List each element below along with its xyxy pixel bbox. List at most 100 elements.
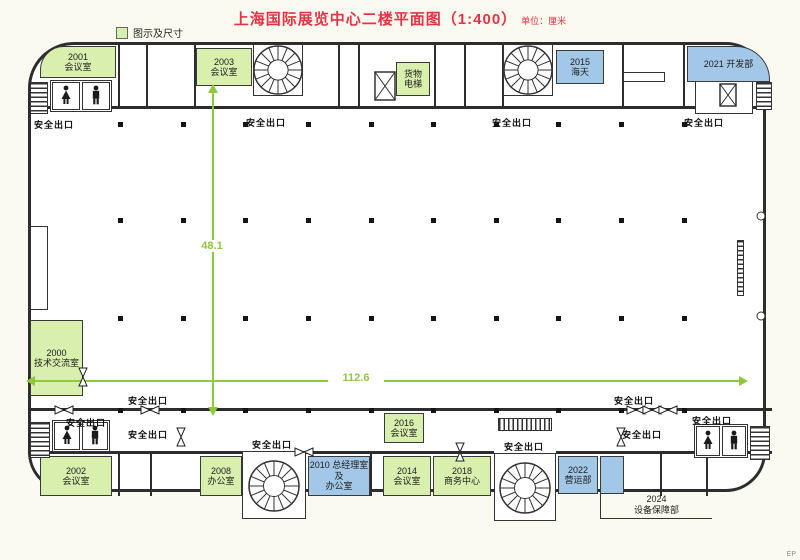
stairs — [498, 418, 552, 431]
room-2022: 2022 营运部 — [558, 456, 598, 494]
callout-equipment-dept: 2024 设备保障部 — [600, 494, 712, 519]
wall — [660, 453, 662, 496]
room-2008: 2008 办公室 — [200, 456, 242, 496]
column-dot — [619, 122, 624, 127]
wall — [194, 44, 196, 106]
column-dot — [118, 122, 123, 127]
room-2001: 2001 会议室 — [40, 46, 116, 78]
toilet-cell — [82, 82, 110, 110]
wall — [28, 408, 772, 411]
exit-label: 安全出口 — [492, 118, 533, 128]
column-dot — [556, 122, 561, 127]
toilet-cell — [52, 82, 80, 110]
exit-label: 安全出口 — [622, 430, 663, 440]
column-dot — [306, 218, 311, 223]
column-dot — [181, 408, 186, 413]
table — [623, 72, 665, 82]
column-dot — [619, 408, 624, 413]
room-2014: 2014 会议室 — [383, 456, 431, 496]
wall — [150, 453, 152, 496]
exit-label: 安全出口 — [614, 396, 655, 406]
wall — [306, 451, 494, 454]
stair-annex-bottom-center — [494, 453, 556, 521]
room-2010: 2010 总经理室及 办公室 — [308, 456, 370, 496]
column-dot — [118, 408, 123, 413]
column-dot — [243, 316, 248, 321]
column-dot — [494, 218, 499, 223]
column-dot — [431, 218, 436, 223]
wall — [118, 44, 120, 106]
room-2016: 2016 会议室 — [384, 413, 424, 443]
column-dot — [619, 218, 624, 223]
wall — [706, 453, 708, 496]
column-dot — [682, 316, 687, 321]
wall — [464, 44, 466, 106]
exit-label: 安全出口 — [128, 430, 169, 440]
plan-unit: 单位：厘米 — [521, 16, 567, 26]
column-dot — [494, 316, 499, 321]
dim-label-vertical: 48.1 — [188, 240, 236, 252]
column-dot — [181, 316, 186, 321]
column-dot — [243, 218, 248, 223]
column-dot — [494, 408, 499, 413]
room-2015: 2015 海天 — [556, 50, 604, 84]
room-2002: 2002 会议室 — [40, 456, 112, 496]
exit-label: 安全出口 — [66, 418, 107, 428]
dim-label-horizontal: 112.6 — [328, 372, 384, 384]
plan-title: 上海国际展览中心二楼平面图（1:400） — [233, 11, 518, 28]
wall — [146, 44, 148, 106]
room-2003: 2003 会议室 — [196, 48, 252, 86]
legend-label: 图示及尺寸 — [133, 29, 183, 40]
column-dot — [556, 218, 561, 223]
column-dot — [682, 218, 687, 223]
wall — [28, 451, 242, 454]
page-title: 上海国际展览中心二楼平面图（1:400）单位：厘米 — [0, 8, 800, 29]
elevator-room — [695, 78, 753, 114]
exit-label: 安全出口 — [246, 118, 287, 128]
column-dot — [682, 408, 687, 413]
legend-swatch-icon — [116, 26, 128, 39]
column-dot — [118, 218, 123, 223]
column-dot — [369, 408, 374, 413]
column-dot — [369, 316, 374, 321]
column-dot — [431, 408, 436, 413]
column-dot — [243, 408, 248, 413]
stairs — [750, 426, 770, 460]
column-dot — [181, 122, 186, 127]
column-dot — [431, 316, 436, 321]
column-dot — [682, 122, 687, 127]
corner-mark: EP — [786, 551, 796, 558]
column-dot — [181, 218, 186, 223]
exit-label: 安全出口 — [252, 440, 293, 450]
column-dot — [494, 122, 499, 127]
exit-label: 安全出口 — [692, 416, 733, 426]
exit-label: 安全出口 — [128, 396, 169, 406]
side-room — [30, 226, 48, 310]
dim-arrow-right — [739, 376, 748, 386]
wall — [118, 453, 120, 496]
exit-label: 安全出口 — [504, 442, 545, 452]
column-dot — [556, 408, 561, 413]
wall — [683, 44, 685, 106]
column-dot — [369, 218, 374, 223]
column-dot — [306, 316, 311, 321]
legend: 图示及尺寸 — [116, 25, 183, 40]
wall — [358, 44, 360, 106]
wall — [434, 44, 436, 106]
room-2021: 2021 开发部 — [687, 46, 770, 82]
exit-label: 安全出口 — [34, 120, 75, 130]
dim-line-horizontal — [34, 380, 740, 382]
dim-arrow-left — [26, 376, 35, 386]
room-2000: 2000 技术交流室 — [30, 320, 83, 396]
room-2018: 2018 商务中心 — [433, 456, 491, 496]
wall — [556, 451, 772, 454]
column-dot — [369, 122, 374, 127]
wall — [338, 44, 340, 106]
wall — [28, 106, 772, 109]
stairs — [737, 240, 744, 296]
room-2024 — [600, 456, 624, 494]
stairs — [30, 82, 48, 114]
column-dot — [118, 316, 123, 321]
